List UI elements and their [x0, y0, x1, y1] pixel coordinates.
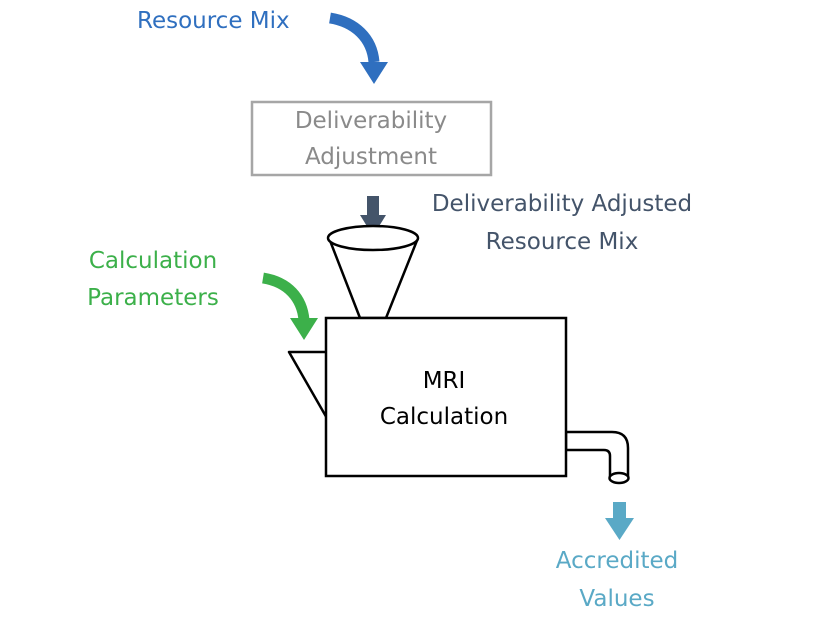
deliverability-box-line-2: Adjustment — [305, 144, 437, 170]
deliverability-adjustment-box — [250, 100, 493, 177]
resource-mix-curved-arrow-icon — [328, 12, 388, 84]
mri-calculation-box — [324, 316, 568, 478]
deliverability-box-line-1: Deliverability — [295, 108, 447, 134]
outlet-pipe-icon — [564, 430, 630, 485]
calc-params-label-line-2: Parameters — [87, 285, 219, 311]
mri-box-line-2: Calculation — [380, 404, 508, 430]
resource-mix-label: Resource Mix — [137, 8, 290, 34]
calc-params-label-line-1: Calculation — [89, 248, 217, 274]
accredited-arrow-icon — [605, 502, 634, 540]
funnel-icon — [326, 224, 420, 320]
spout-icon — [287, 350, 330, 422]
accredited-label-line-2: Values — [579, 586, 654, 612]
mri-box-line-1: MRI — [423, 368, 466, 394]
adjusted-mix-label-line-2: Resource Mix — [486, 229, 639, 255]
calc-params-curved-arrow-icon — [261, 272, 318, 340]
adjusted-mix-label-line-1: Deliverability Adjusted — [432, 191, 692, 217]
accredited-label-line-1: Accredited — [556, 548, 678, 574]
